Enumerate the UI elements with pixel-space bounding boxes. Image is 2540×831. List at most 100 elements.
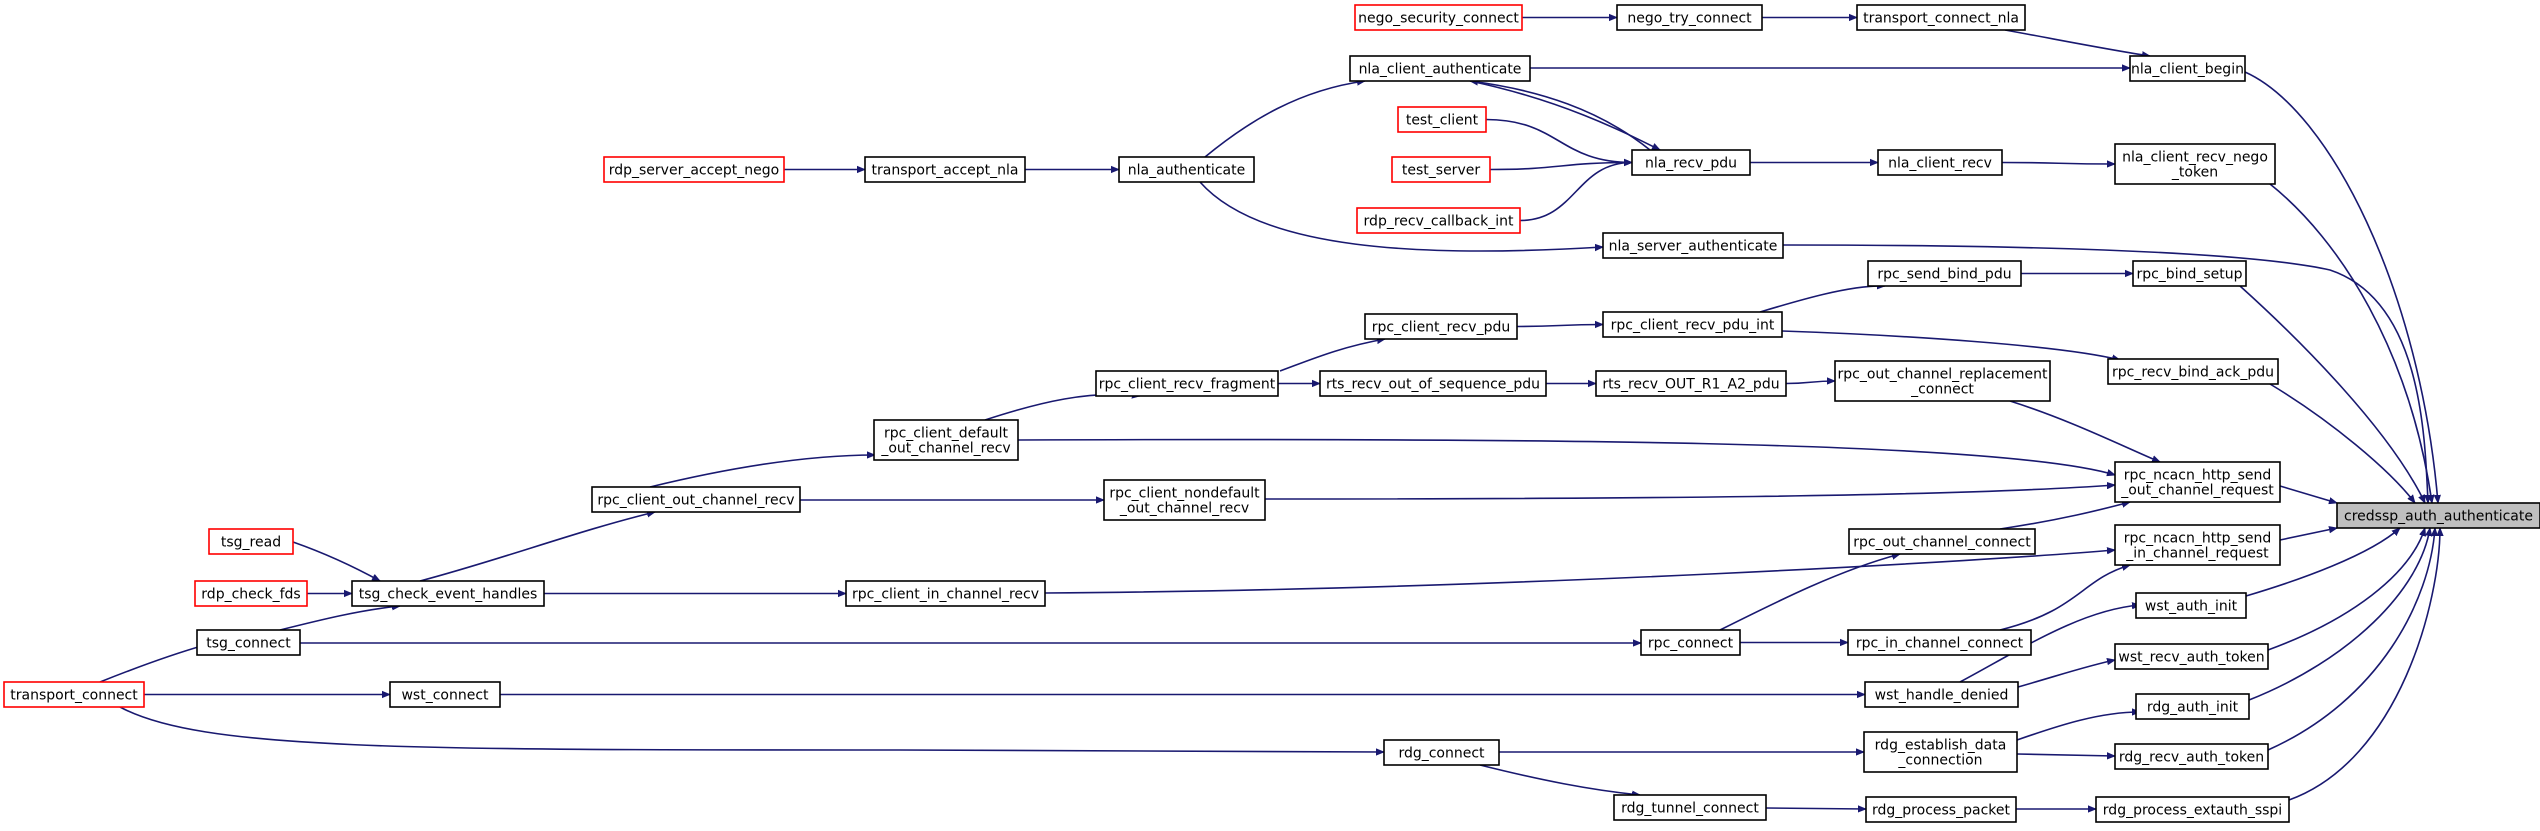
node-box[interactable]	[1616, 4, 1763, 31]
node-rpc_client_recv_fragment[interactable]: rpc_client_recv_fragment	[1095, 370, 1279, 397]
node-test_client[interactable]: test_client	[1397, 106, 1487, 133]
node-tsg_connect[interactable]: tsg_connect	[196, 629, 301, 656]
node-box[interactable]	[351, 580, 545, 607]
node-rdg_process_extauth_sspi[interactable]: rdg_process_extauth_sspi	[2095, 796, 2290, 823]
node-rpc_client_nondefault_out_channel_recv[interactable]: rpc_client_nondefault_out_channel_recv	[1103, 479, 1266, 521]
node-box[interactable]	[1354, 4, 1523, 31]
node-test_server[interactable]: test_server	[1391, 156, 1491, 183]
node-box[interactable]	[1602, 311, 1783, 338]
node-rdg_connect[interactable]: rdg_connect	[1383, 739, 1500, 766]
node-box[interactable]	[1118, 156, 1255, 183]
node-box[interactable]	[1867, 260, 2022, 287]
node-rdg_auth_init[interactable]: rdg_auth_init	[2135, 693, 2250, 720]
node-nla_recv_pdu[interactable]: nla_recv_pdu	[1631, 149, 1751, 176]
node-box[interactable]	[1640, 629, 1741, 656]
node-rdp_server_accept_nego[interactable]: rdp_server_accept_nego	[603, 156, 785, 183]
node-box[interactable]	[1349, 55, 1531, 82]
node-box[interactable]	[603, 156, 785, 183]
node-box[interactable]	[1865, 796, 2017, 823]
node-rpc_client_in_channel_recv[interactable]: rpc_client_in_channel_recv	[845, 580, 1046, 607]
node-box[interactable]	[1834, 360, 2051, 402]
node-box[interactable]	[2135, 693, 2250, 720]
node-box[interactable]	[1095, 370, 1279, 397]
node-rpc_ncacn_http_send_out_channel_request[interactable]: rpc_ncacn_http_send_out_channel_request	[2114, 461, 2281, 503]
node-box[interactable]	[1863, 731, 2018, 773]
node-rdp_recv_callback_int[interactable]: rdp_recv_callback_int	[1356, 207, 1521, 234]
node-box[interactable]	[1848, 528, 2036, 555]
node-nla_server_authenticate[interactable]: nla_server_authenticate	[1602, 232, 1784, 259]
node-transport_accept_nla[interactable]: transport_accept_nla	[864, 156, 1026, 183]
node-box[interactable]	[389, 681, 501, 708]
node-box[interactable]	[1864, 681, 2019, 708]
node-box[interactable]	[1595, 370, 1787, 397]
node-transport_connect_nla[interactable]: transport_connect_nla	[1856, 4, 2026, 31]
node-box[interactable]	[2114, 643, 2269, 670]
node-box[interactable]	[2095, 796, 2290, 823]
node-box[interactable]	[864, 156, 1026, 183]
node-rpc_send_bind_pdu[interactable]: rpc_send_bind_pdu	[1867, 260, 2022, 287]
node-box[interactable]	[2336, 502, 2540, 529]
node-rts_recv_OUT_R1_A2_pdu[interactable]: rts_recv_OUT_R1_A2_pdu	[1595, 370, 1787, 397]
node-box[interactable]	[2107, 358, 2279, 385]
node-box[interactable]	[1856, 4, 2026, 31]
node-box[interactable]	[1877, 149, 2003, 176]
node-rpc_client_recv_pdu_int[interactable]: rpc_client_recv_pdu_int	[1602, 311, 1783, 338]
node-box[interactable]	[1391, 156, 1491, 183]
node-rdg_recv_auth_token[interactable]: rdg_recv_auth_token	[2114, 743, 2269, 770]
node-rpc_client_default_out_channel_recv[interactable]: rpc_client_default_out_channel_recv	[873, 419, 1019, 461]
node-nla_client_recv[interactable]: nla_client_recv	[1877, 149, 2003, 176]
node-rts_recv_out_of_sequence_pdu[interactable]: rts_recv_out_of_sequence_pdu	[1319, 370, 1547, 397]
node-wst_connect[interactable]: wst_connect	[389, 681, 501, 708]
node-transport_connect[interactable]: transport_connect	[3, 681, 145, 708]
node-box[interactable]	[2129, 55, 2246, 82]
node-rpc_out_channel_connect[interactable]: rpc_out_channel_connect	[1848, 528, 2036, 555]
node-box[interactable]	[1847, 629, 2032, 656]
node-rpc_out_channel_replacement_connect[interactable]: rpc_out_channel_replacement_connect	[1834, 360, 2051, 402]
node-box[interactable]	[1103, 479, 1266, 521]
node-nla_client_recv_nego_token[interactable]: nla_client_recv_nego_token	[2114, 143, 2276, 185]
node-rpc_ncacn_http_send_in_channel_request[interactable]: rpc_ncacn_http_send_in_channel_request	[2114, 524, 2281, 566]
node-rdg_establish_data_connection[interactable]: rdg_establish_data_connection	[1863, 731, 2018, 773]
node-nla_authenticate[interactable]: nla_authenticate	[1118, 156, 1255, 183]
node-rpc_recv_bind_ack_pdu[interactable]: rpc_recv_bind_ack_pdu	[2107, 358, 2279, 385]
node-box[interactable]	[1356, 207, 1521, 234]
node-rdp_check_fds[interactable]: rdp_check_fds	[194, 580, 308, 607]
node-tsg_check_event_handles[interactable]: tsg_check_event_handles	[351, 580, 545, 607]
node-rdg_process_packet[interactable]: rdg_process_packet	[1865, 796, 2017, 823]
node-box[interactable]	[196, 629, 301, 656]
node-nla_client_begin[interactable]: nla_client_begin	[2129, 55, 2246, 82]
node-box[interactable]	[1631, 149, 1751, 176]
node-box[interactable]	[1613, 794, 1767, 821]
node-box[interactable]	[591, 486, 801, 513]
node-box[interactable]	[2135, 592, 2247, 619]
node-box[interactable]	[2114, 524, 2281, 566]
node-box[interactable]	[1397, 106, 1487, 133]
node-nla_client_authenticate[interactable]: nla_client_authenticate	[1349, 55, 1531, 82]
node-rpc_client_recv_pdu[interactable]: rpc_client_recv_pdu	[1364, 313, 1518, 340]
node-wst_recv_auth_token[interactable]: wst_recv_auth_token	[2114, 643, 2269, 670]
node-rdg_tunnel_connect[interactable]: rdg_tunnel_connect	[1613, 794, 1767, 821]
node-box[interactable]	[2114, 743, 2269, 770]
node-nego_security_connect[interactable]: nego_security_connect	[1354, 4, 1523, 31]
node-box[interactable]	[1364, 313, 1518, 340]
node-rpc_connect[interactable]: rpc_connect	[1640, 629, 1741, 656]
node-wst_handle_denied[interactable]: wst_handle_denied	[1864, 681, 2019, 708]
node-box[interactable]	[2114, 461, 2281, 503]
node-rpc_client_out_channel_recv[interactable]: rpc_client_out_channel_recv	[591, 486, 801, 513]
node-nego_try_connect[interactable]: nego_try_connect	[1616, 4, 1763, 31]
node-box[interactable]	[873, 419, 1019, 461]
node-box[interactable]	[1383, 739, 1500, 766]
node-rpc_bind_setup[interactable]: rpc_bind_setup	[2132, 260, 2247, 287]
node-box[interactable]	[1319, 370, 1547, 397]
node-box[interactable]	[2114, 143, 2276, 185]
node-box[interactable]	[208, 528, 294, 555]
node-box[interactable]	[845, 580, 1046, 607]
node-wst_auth_init[interactable]: wst_auth_init	[2135, 592, 2247, 619]
node-box[interactable]	[194, 580, 308, 607]
node-credssp_auth_authenticate[interactable]: credssp_auth_authenticate	[2336, 502, 2540, 529]
node-box[interactable]	[1602, 232, 1784, 259]
node-tsg_read[interactable]: tsg_read	[208, 528, 294, 555]
node-box[interactable]	[2132, 260, 2247, 287]
node-box[interactable]	[3, 681, 145, 708]
node-rpc_in_channel_connect[interactable]: rpc_in_channel_connect	[1847, 629, 2032, 656]
